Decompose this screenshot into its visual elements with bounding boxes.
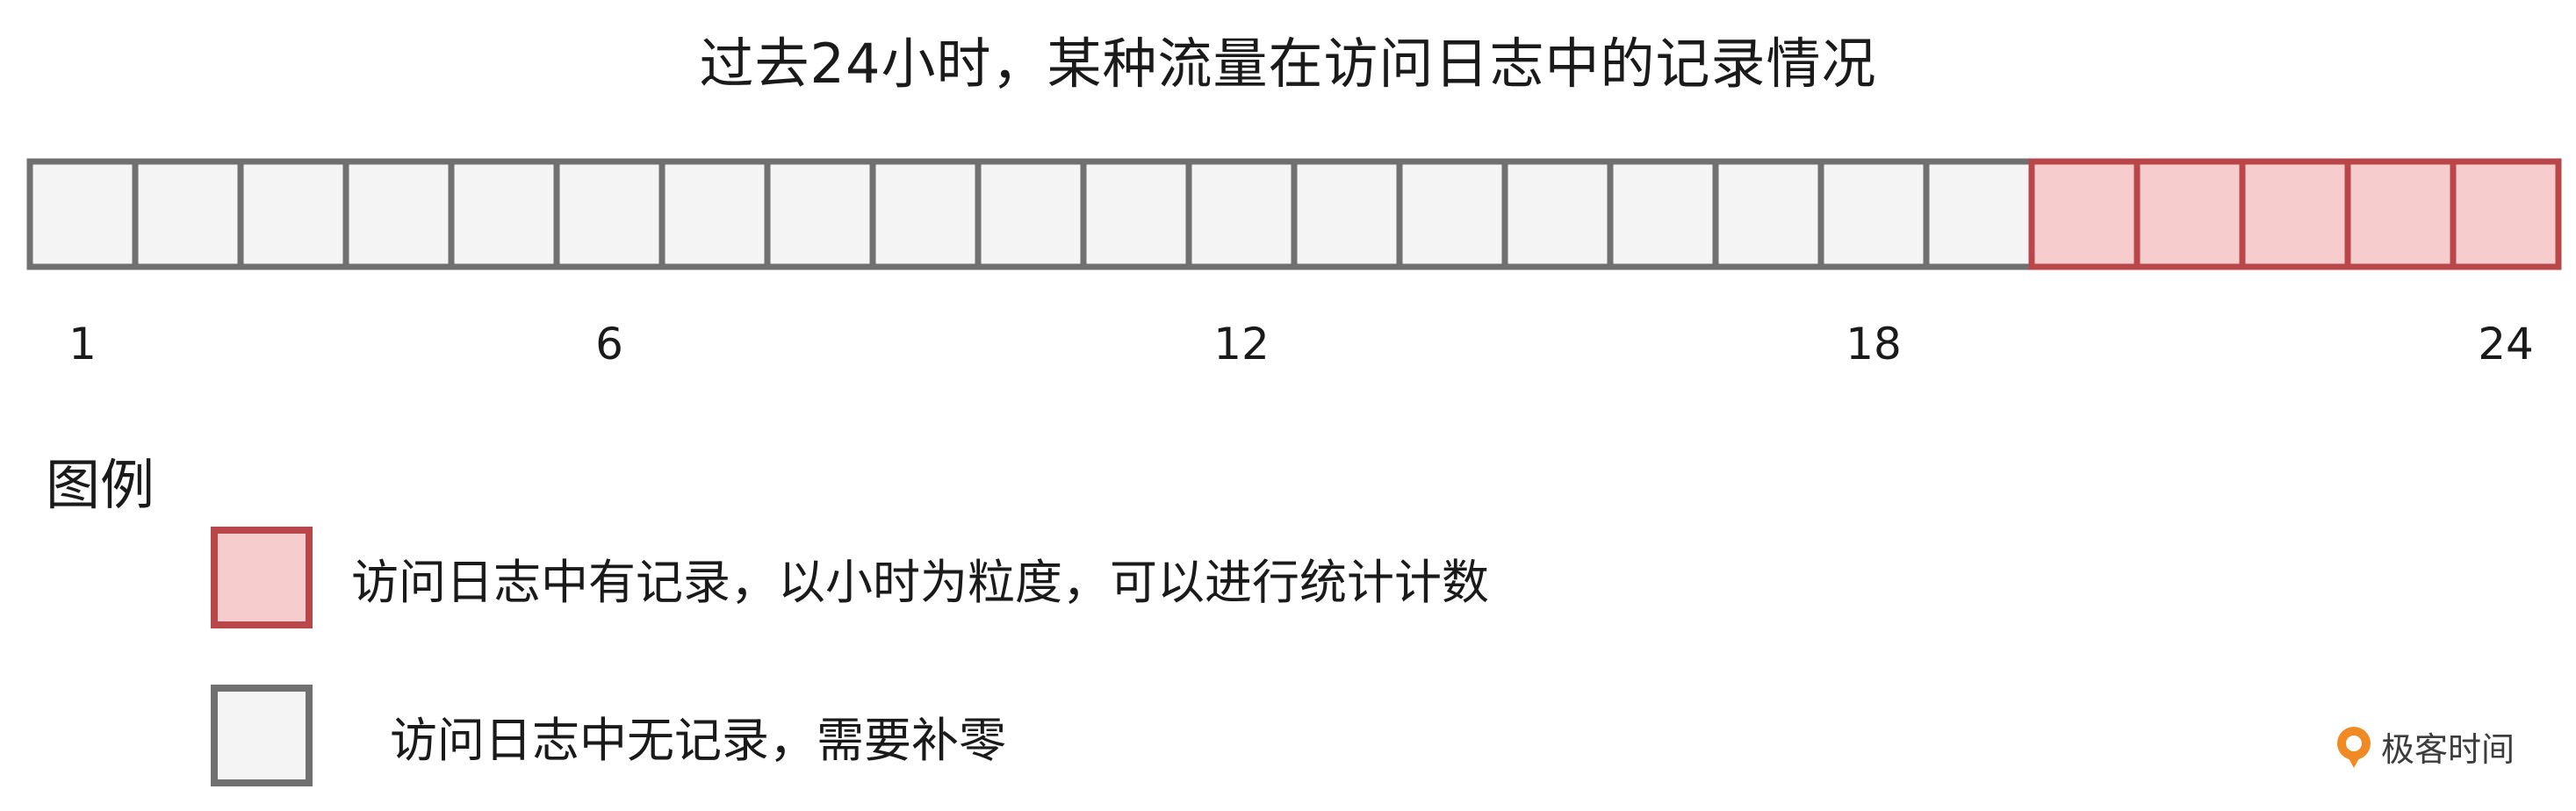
hour-cell-empty bbox=[1501, 158, 1614, 270]
hour-cell-empty bbox=[1080, 158, 1192, 270]
hour-tick-label: 1 bbox=[68, 319, 97, 370]
hour-cell-empty bbox=[553, 158, 666, 270]
hour-tick-label: 6 bbox=[595, 319, 623, 370]
hour-cell-empty bbox=[869, 158, 982, 270]
hour-cell-empty bbox=[26, 158, 139, 270]
legend-swatch-has-record bbox=[211, 527, 313, 628]
hour-cell-empty bbox=[1291, 158, 1403, 270]
hour-cell-empty bbox=[1712, 158, 1824, 270]
hour-cell-recorded bbox=[2028, 158, 2141, 270]
hour-cell-empty bbox=[237, 158, 349, 270]
hour-cell-empty bbox=[342, 158, 455, 270]
brand-watermark: 极客时间 bbox=[2334, 722, 2515, 771]
hour-cell-empty bbox=[132, 158, 244, 270]
watermark-text: 极客时间 bbox=[2380, 730, 2515, 769]
legend-item-no-record: 访问日志中无记录，需要补零 bbox=[211, 685, 1006, 786]
hour-cell-empty bbox=[1185, 158, 1298, 270]
legend-label-has-record: 访问日志中有记录，以小时为粒度，可以进行统计计数 bbox=[351, 554, 1489, 610]
legend-swatch-no-record bbox=[211, 685, 313, 786]
hour-cell-empty bbox=[1396, 158, 1508, 270]
hour-cell-empty bbox=[975, 158, 1087, 270]
hour-cell-recorded bbox=[2133, 158, 2246, 270]
diagram-title: 过去24小时，某种流量在访问日志中的记录情况 bbox=[699, 32, 1877, 96]
hour-cell-empty bbox=[764, 158, 876, 270]
hour-cell-recorded bbox=[2344, 158, 2457, 270]
legend-item-has-record: 访问日志中有记录，以小时为粒度，可以进行统计计数 bbox=[211, 527, 1489, 628]
hour-cell-empty bbox=[448, 158, 560, 270]
hour-tick-label: 18 bbox=[1846, 319, 1902, 370]
legend-label-no-record: 访问日志中无记录，需要补零 bbox=[390, 712, 1006, 768]
hour-cell-empty bbox=[1923, 158, 2035, 270]
hour-cell-empty bbox=[1817, 158, 1930, 270]
hour-timeline: 1 6 12 18 24 bbox=[26, 158, 2562, 370]
hour-cell-empty bbox=[658, 158, 771, 270]
geektime-logo-icon bbox=[2336, 726, 2371, 768]
legend-heading: 图例 bbox=[46, 453, 155, 517]
hour-tick-label: 24 bbox=[2478, 319, 2534, 370]
hour-cell-recorded bbox=[2450, 158, 2562, 270]
hour-tick-label: 12 bbox=[1213, 319, 1270, 370]
hour-cell-empty bbox=[1607, 158, 1719, 270]
hour-cell-recorded bbox=[2239, 158, 2351, 270]
